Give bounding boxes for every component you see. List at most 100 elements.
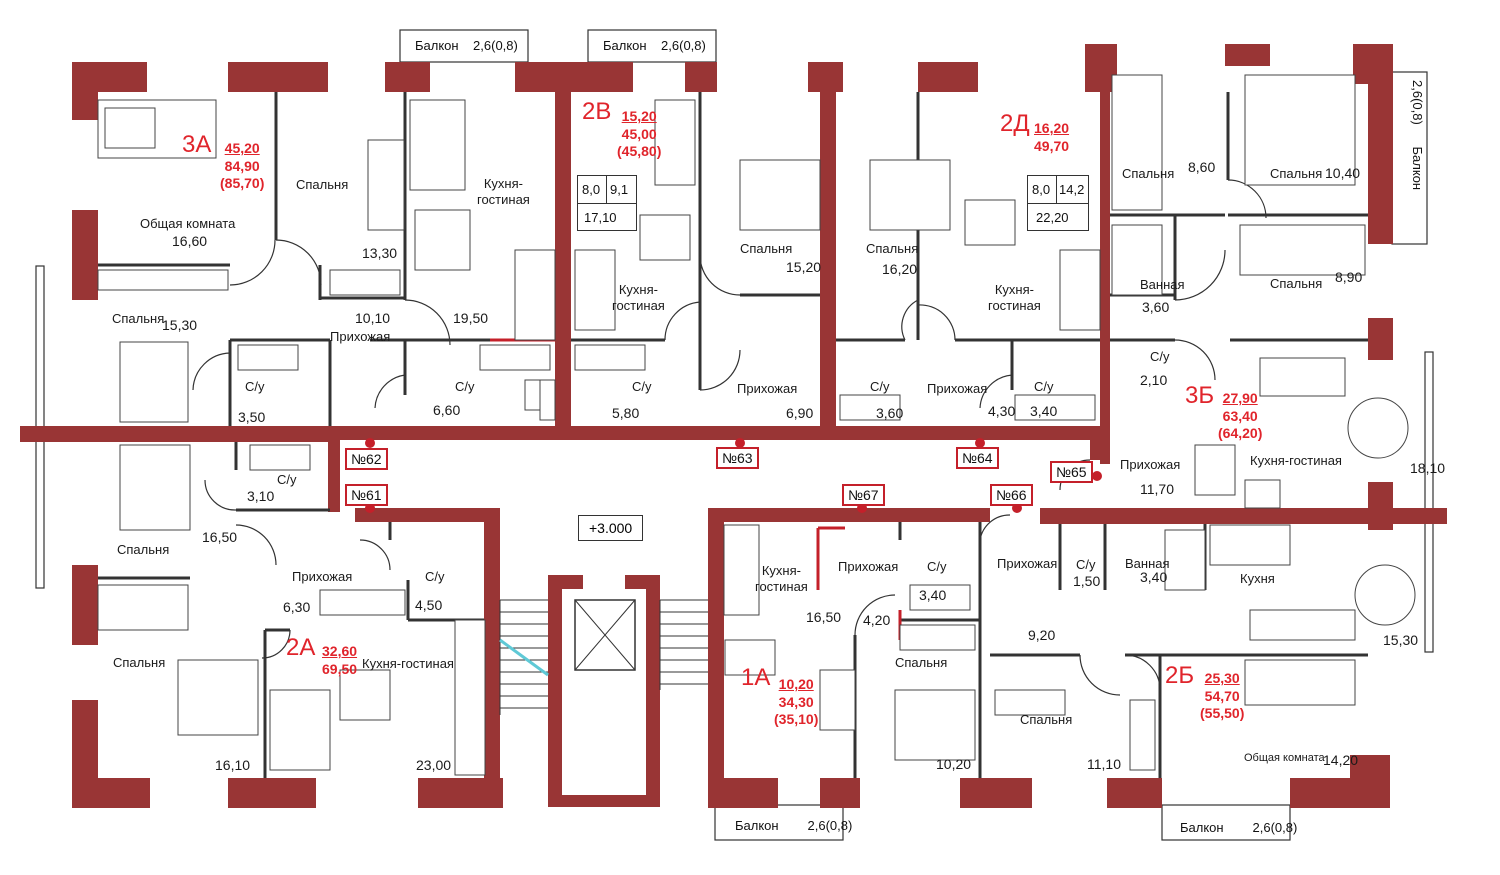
room-area: 15,30 [1383,632,1419,648]
room-label: С/у [1150,349,1170,364]
room-area: 9,20 [1028,627,1056,643]
kitchen-area-box: 8,0 9,1 17,10 [577,175,637,231]
room-label: Кухня- гостиная [477,176,530,207]
room-label: Спальня [117,542,170,557]
room-label: Спальня [866,241,919,256]
room-area: 3,60 [1142,299,1170,315]
room-label: Кухня [1240,571,1275,586]
kitchen-area-box: 8,0 14,2 22,20 [1027,175,1089,231]
room-area: 23,00 [416,757,452,773]
room-area: 16,10 [215,757,251,773]
room-label: Ванная [1140,277,1185,292]
room-area: 16,50 [202,529,238,545]
room-label: С/у [1076,557,1096,572]
apartment-code: 1А [741,664,771,691]
apartment-code: 3А [182,131,212,158]
balcony-outlines [35,29,1434,841]
room-label: Спальня [1122,166,1175,181]
room-area: 18,10 [1410,460,1446,476]
room-area: 6,30 [283,599,311,615]
balcony-label: Балкон 2,6(0,8) [1180,820,1298,835]
room-area: 3,60 [876,405,904,421]
room-area: 19,50 [453,310,489,326]
room-area: 10,40 [1325,165,1361,181]
balcony-label: 2,6(0,8) Балкон [1410,80,1425,191]
room-area: 2,10 [1140,372,1168,388]
apartment-door-tag: №66 [990,484,1033,506]
room-area: 4,50 [415,597,443,613]
room-label: С/у [870,379,890,394]
room-area: 3,40 [1140,569,1168,585]
room-area: 10,20 [936,756,972,772]
apartment-door-tag: №67 [842,484,885,506]
room-area: 13,30 [362,245,398,261]
room-label: Спальня [895,655,948,670]
room-label: Ванная [1125,556,1170,571]
room-area: 11,70 [1140,481,1174,497]
room-area: 15,30 [162,317,198,333]
room-area: 14,20 [1323,752,1359,768]
room-label: С/у [632,379,652,394]
level-mark: +3.000 [578,515,644,541]
room-label: С/у [277,472,297,487]
room-area: 3,40 [1030,403,1058,419]
room-area: 6,90 [786,405,814,421]
stair-steps [499,599,708,715]
room-label: Прихожая [737,381,798,396]
room-label: Прихожая [1120,457,1181,472]
room-label: С/у [927,559,947,574]
room-label: Прихожая [330,329,391,344]
room-area: 6,60 [433,402,461,418]
room-label: Кухня-гостиная [1250,453,1342,468]
apartment-door-tag: №63 [716,447,759,469]
room-area: 16,50 [806,609,842,625]
room-area: 3,40 [919,587,947,603]
room-label: Кухня-гостиная [362,656,454,671]
room-label: Общая комната [1244,752,1325,764]
elevator-shaft [574,599,636,671]
room-label: С/у [455,379,475,394]
walls [20,44,1447,808]
room-area: 3,50 [238,409,266,425]
room-label: Спальня [740,241,793,256]
room-label: Кухня- гостиная [612,282,665,313]
room-label: Кухня- гостиная [755,563,808,594]
room-label: Общая комната [140,216,236,231]
room-label: Спальня [1270,166,1323,181]
room-label: Прихожая [838,559,899,574]
room-label: Кухня- гостиная [988,282,1041,313]
room-area: 8,60 [1188,159,1216,175]
apartment-door-tag: №62 [345,448,388,470]
apartment-code: 2Б [1165,662,1195,689]
room-label: Прихожая [292,569,353,584]
door-swings [192,179,1267,696]
room-area: 15,20 [786,259,822,275]
apartment-code: 2А [286,634,316,661]
apartment-door-tag: №65 [1050,461,1093,483]
room-area: 11,10 [1087,756,1121,772]
room-area: 5,80 [612,405,640,421]
room-area: 16,60 [172,233,208,249]
apartment-code: 2Д [1000,110,1030,137]
balcony-label: Балкон 2,6(0,8) [603,38,706,53]
room-label: С/у [245,379,265,394]
room-label: Спальня [296,177,349,192]
room-label: Спальня [1020,712,1073,727]
apartment-door-tag: №64 [956,447,999,469]
furniture [97,74,1416,776]
room-label: Спальня [112,311,165,326]
apartment-code: 3Б [1185,382,1215,409]
room-area: 8,90 [1335,269,1363,285]
room-label: Спальня [113,655,166,670]
balcony-label: Балкон 2,6(0,8) [735,818,853,833]
door-markers [365,438,1102,513]
room-area: 4,30 [988,403,1016,419]
apartment-door-tag: №61 [345,484,388,506]
